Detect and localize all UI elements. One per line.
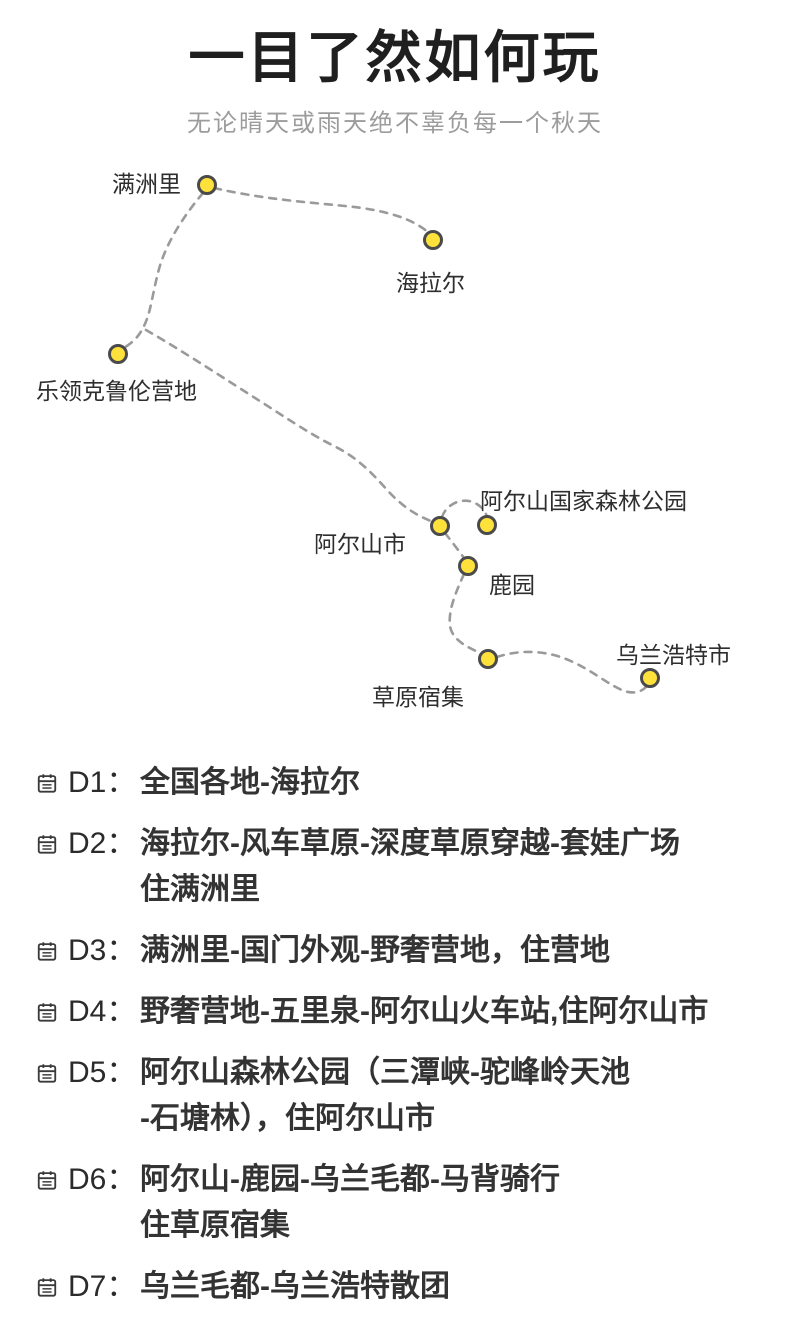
itinerary-list: D1： 全国各地-海拉尔 D2： 海拉尔-风车草原-深度草原穿越-套娃广场 住满… <box>0 742 790 1310</box>
itinerary-row-d7: D7： 乌兰毛都-乌兰浩特散团 <box>36 1264 772 1310</box>
calendar-icon <box>37 835 57 855</box>
page-subtitle: 无论晴天或雨天绝不辜负每一个秋天 <box>187 110 603 138</box>
calendar-icon <box>37 1278 57 1298</box>
map-dot-camp <box>108 344 128 365</box>
map-dot-hailar <box>423 230 443 251</box>
map-label-grassland: 草原宿集 <box>372 684 464 711</box>
route-segment-manzhouli-hailar <box>212 187 431 235</box>
day-label: D6： <box>68 1163 137 1197</box>
day-description: 阿尔山-鹿园-乌兰毛都-马背骑行 <box>140 1163 560 1197</box>
day-lines: 全国各地-海拉尔 <box>140 760 772 806</box>
itinerary-row-d2: D2： 海拉尔-风车草原-深度草原穿越-套娃广场 住满洲里 <box>36 821 772 913</box>
map-label-ulanhot: 乌兰浩特市 <box>616 642 731 669</box>
itinerary-row-d6: D6： 阿尔山-鹿园-乌兰毛都-马背骑行 住草原宿集 <box>36 1157 772 1249</box>
day-lines: 野奢营地-五里泉-阿尔山火车站,住阿尔山市 <box>140 989 772 1035</box>
route-segment-arxan-forestpark <box>440 499 489 519</box>
map-dot-arxan-city <box>430 516 450 537</box>
route-segment-grassland-ulanhot <box>495 650 651 695</box>
page-title: 一目了然如何玩 <box>188 26 602 89</box>
day-description: 住草原宿集 <box>140 1209 290 1243</box>
day-description: 海拉尔-风车草原-深度草原穿越-套娃广场 <box>140 827 680 861</box>
route-map: 满洲里 海拉尔 乐领克鲁伦营地 阿尔山市 阿尔山国家森林公园 鹿园 草原宿集 乌… <box>0 142 790 742</box>
day-label: D5： <box>68 1056 137 1090</box>
route-segment-arxan-deerpark <box>443 532 466 560</box>
calendar-icon <box>37 774 57 794</box>
day-description: 乌兰毛都-乌兰浩特散团 <box>140 1270 450 1304</box>
map-dot-ulanhot <box>640 668 660 689</box>
map-dot-grassland <box>478 649 498 670</box>
route-segment-deerpark-grassland <box>448 573 480 654</box>
map-dot-deer-park <box>458 556 478 577</box>
day-label: D4： <box>68 995 137 1029</box>
day-lines: 满洲里-国门外观-野奢营地，住营地 <box>140 928 772 974</box>
map-label-camp: 乐领克鲁伦营地 <box>36 378 197 405</box>
map-label-forest-park: 阿尔山国家森林公园 <box>480 488 687 515</box>
itinerary-row-d1: D1： 全国各地-海拉尔 <box>36 760 772 806</box>
day-description: 住满洲里 <box>140 873 260 907</box>
day-description: 野奢营地-五里泉-阿尔山火车站,住阿尔山市 <box>140 995 709 1029</box>
day-label: D2： <box>68 827 137 861</box>
day-label: D1： <box>68 766 137 800</box>
itinerary-row-d5: D5： 阿尔山森林公园（三潭峡-驼峰岭天池 -石塘林），住阿尔山市 <box>36 1050 772 1142</box>
map-label-hailar: 海拉尔 <box>396 270 465 297</box>
day-lines: 海拉尔-风车草原-深度草原穿越-套娃广场 住满洲里 <box>140 821 772 913</box>
poster-header: 一目了然如何玩 无论晴天或雨天绝不辜负每一个秋天 <box>0 0 790 138</box>
day-lines: 乌兰毛都-乌兰浩特散团 <box>140 1264 772 1310</box>
itinerary-row-d4: D4： 野奢营地-五里泉-阿尔山火车站,住阿尔山市 <box>36 989 772 1035</box>
map-dot-manzhouli <box>197 175 217 196</box>
map-label-arxan-city: 阿尔山市 <box>314 531 406 558</box>
route-segment-camp-arxan <box>144 329 438 525</box>
day-lines: 阿尔山-鹿园-乌兰毛都-马背骑行 住草原宿集 <box>140 1157 772 1249</box>
day-description: 阿尔山森林公园（三潭峡-驼峰岭天池 <box>140 1056 630 1090</box>
calendar-icon <box>37 1171 57 1191</box>
map-label-deer-park: 鹿园 <box>489 572 535 599</box>
calendar-icon <box>37 942 57 962</box>
day-description: 满洲里-国门外观-野奢营地，住营地 <box>140 934 610 968</box>
itinerary-row-d3: D3： 满洲里-国门外观-野奢营地，住营地 <box>36 928 772 974</box>
route-path-svg <box>120 187 651 695</box>
route-segment-manzhouli-camp <box>120 192 205 351</box>
day-description: 全国各地-海拉尔 <box>140 766 360 800</box>
day-label: D7： <box>68 1270 137 1304</box>
day-description: -石塘林），住阿尔山市 <box>140 1102 435 1136</box>
map-dot-forest-park <box>477 515 497 536</box>
day-lines: 阿尔山森林公园（三潭峡-驼峰岭天池 -石塘林），住阿尔山市 <box>140 1050 772 1142</box>
map-label-manzhouli: 满洲里 <box>112 171 181 198</box>
calendar-icon <box>37 1064 57 1084</box>
calendar-icon <box>37 1003 57 1023</box>
day-label: D3： <box>68 934 137 968</box>
